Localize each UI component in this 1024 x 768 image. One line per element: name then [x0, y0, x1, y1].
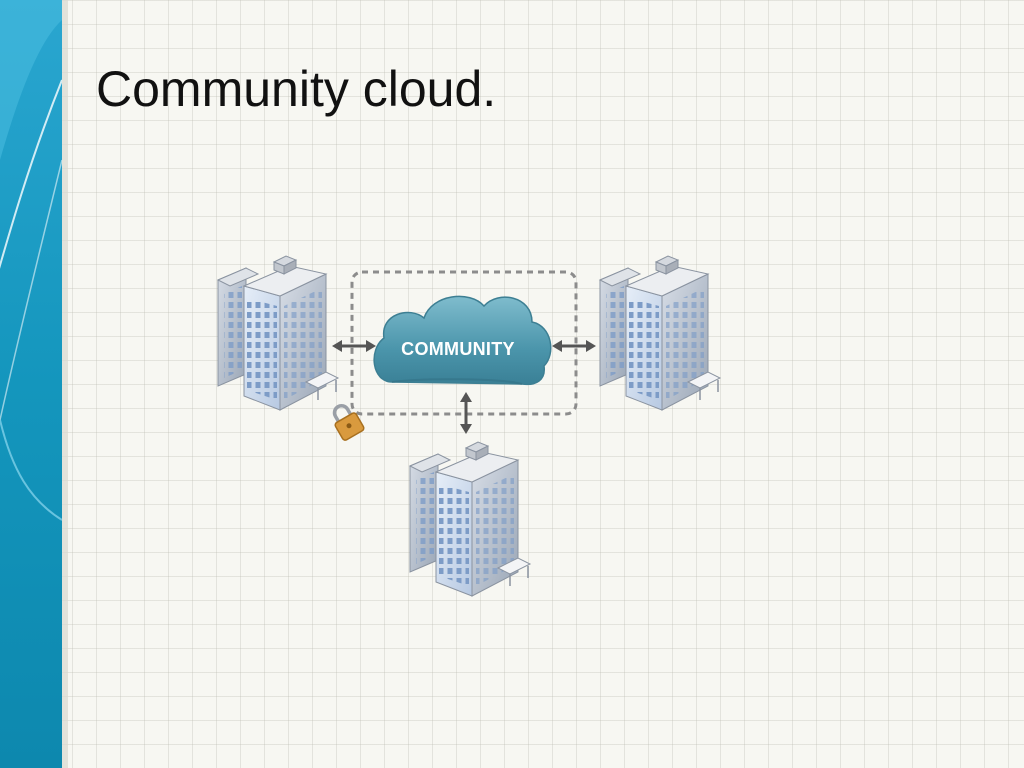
decorative-side-band — [0, 0, 68, 768]
slide-title: Community cloud. — [96, 61, 497, 117]
double-arrow-icon — [550, 338, 598, 354]
community-boundary — [350, 270, 578, 416]
padlock-icon — [332, 404, 365, 441]
office-building-icon — [409, 441, 531, 597]
cloud-label: COMMUNITY — [401, 339, 515, 359]
office-building-icon — [599, 255, 721, 411]
cloud-icon — [373, 295, 552, 386]
double-arrow-icon — [460, 392, 472, 434]
office-building-icon — [217, 255, 339, 411]
double-arrow-icon — [330, 338, 378, 354]
